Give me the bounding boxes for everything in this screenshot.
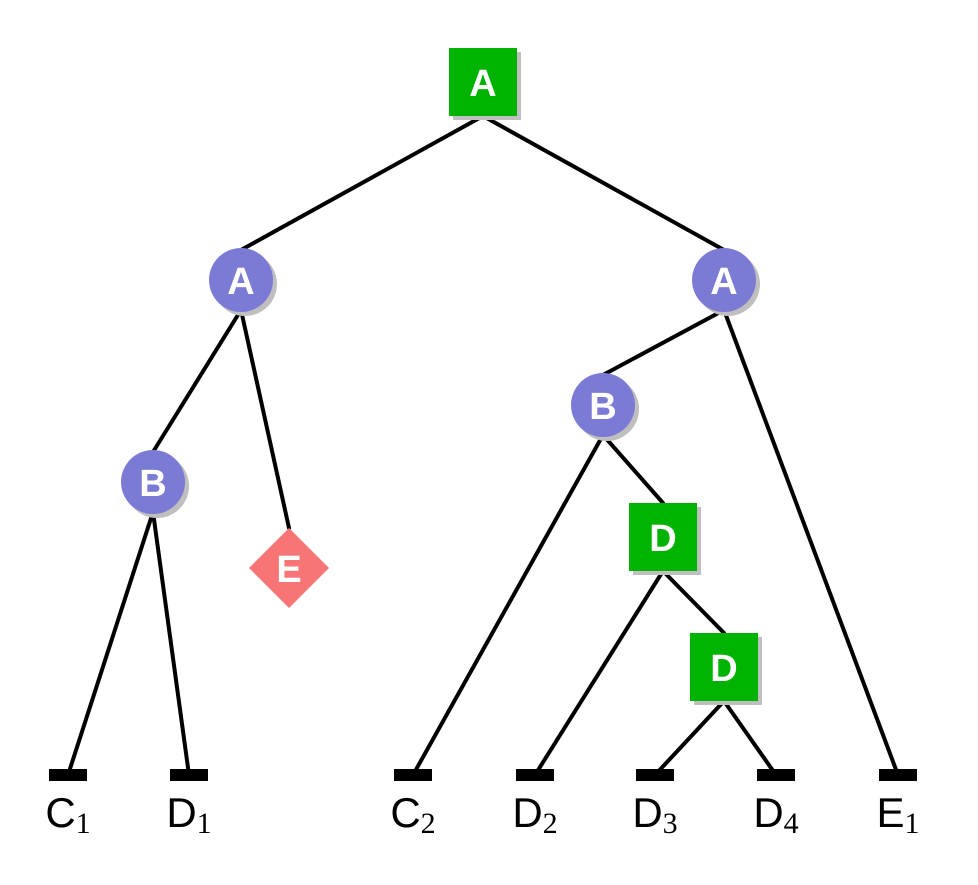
leaf-name: D <box>632 789 662 836</box>
leaf-bar <box>49 769 87 781</box>
node-label: B <box>589 386 616 428</box>
tree-edge <box>239 114 485 252</box>
node-label: D <box>710 648 737 690</box>
node-circle <box>121 450 185 514</box>
leaf-label: D2 <box>512 789 557 840</box>
tree-node-square: A <box>449 48 521 120</box>
leaf-subscript: 2 <box>543 807 558 840</box>
node-label: A <box>227 261 254 303</box>
tree-edge <box>601 433 665 505</box>
node-square <box>449 48 517 116</box>
leaf-subscript: 1 <box>76 807 91 840</box>
tree-edge <box>481 114 726 252</box>
leaf-label: D1 <box>166 789 211 840</box>
leaf-subscript: 2 <box>421 807 436 840</box>
tree-node-square: D <box>629 503 701 575</box>
leaf-subscript: 1 <box>197 807 212 840</box>
tree-edge <box>151 308 243 454</box>
leaf-bar <box>636 769 674 781</box>
leaf-name: D <box>753 789 783 836</box>
leaf-subscript: 1 <box>905 807 920 840</box>
leaf-bar <box>879 769 917 781</box>
tree-edge <box>722 308 900 777</box>
tree-edge <box>151 510 191 777</box>
tree-node-square: D <box>690 633 762 705</box>
leaf-label: E1 <box>876 789 919 840</box>
tree-edge <box>601 308 726 377</box>
node-circle <box>571 373 635 437</box>
leaf-bar <box>757 769 795 781</box>
leaf-terminal: E1 <box>876 769 920 840</box>
tree-node-circle: A <box>692 248 760 316</box>
tree-edge <box>533 569 665 777</box>
tree-node-circle: B <box>121 450 189 518</box>
tree-edge <box>722 699 778 777</box>
leaf-bar <box>170 769 208 781</box>
leaf-name: D <box>512 789 542 836</box>
leaf-name: E <box>876 789 904 836</box>
tree-edge <box>653 699 726 777</box>
leaf-label: C1 <box>45 789 90 840</box>
node-circle <box>209 248 273 312</box>
leaf-bar <box>516 769 554 781</box>
tree-node-diamond: E <box>249 528 329 608</box>
leaf-name: D <box>166 789 196 836</box>
leaf-terminal: D3 <box>632 769 678 840</box>
leaf-label: D4 <box>753 789 798 840</box>
leaf-name: C <box>45 789 75 836</box>
node-square <box>690 633 758 701</box>
leaf-label: C2 <box>390 789 435 840</box>
node-circle <box>692 248 756 312</box>
node-label: A <box>469 63 496 105</box>
tree-edge <box>661 569 726 635</box>
node-label: A <box>710 261 737 303</box>
node-label: B <box>139 463 166 505</box>
tree-node-circle: B <box>571 373 639 441</box>
edges-layer <box>66 114 900 777</box>
leaf-terminal: D2 <box>512 769 558 840</box>
node-label: D <box>649 518 676 560</box>
leaf-subscript: 3 <box>663 807 678 840</box>
leaf-bar <box>394 769 432 781</box>
node-diamond <box>249 528 329 608</box>
leaf-name: C <box>390 789 420 836</box>
leaf-terminal: C2 <box>390 769 436 840</box>
tree-edge <box>411 433 605 777</box>
leaf-terminal: C1 <box>45 769 91 840</box>
leaf-terminal: D1 <box>166 769 212 840</box>
node-square <box>629 503 697 571</box>
tree-edge <box>66 510 155 777</box>
leaf-terminal: D4 <box>753 769 799 840</box>
node-label: E <box>276 549 301 591</box>
tree-node-circle: A <box>209 248 277 316</box>
tree-edge <box>239 308 291 530</box>
leaf-label: D3 <box>632 789 677 840</box>
leaf-subscript: 4 <box>784 807 799 840</box>
